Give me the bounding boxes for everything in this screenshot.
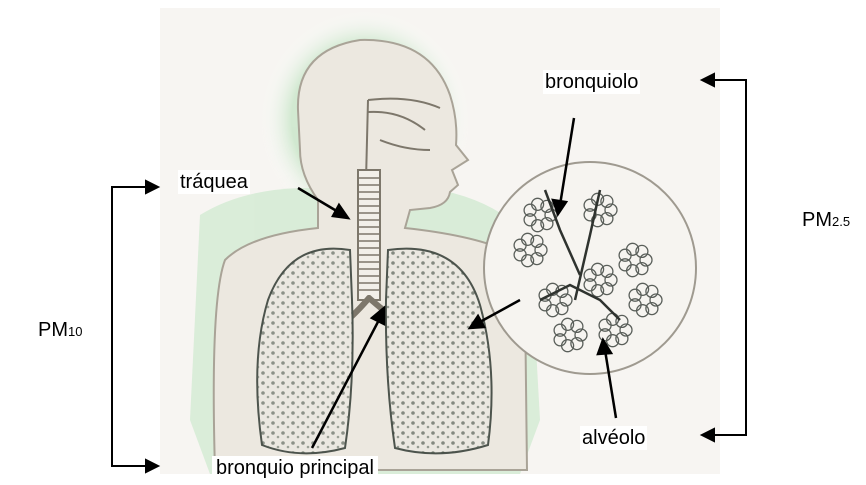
pm10-bracket (112, 181, 158, 472)
pm25-main: PM (802, 209, 832, 231)
pm25-sub: 2.5 (832, 214, 850, 229)
label-alveolo: alvéolo (580, 426, 647, 450)
pm10-label: PM10 (38, 320, 82, 340)
pm10-sub: 10 (68, 324, 82, 339)
trachea (358, 170, 380, 300)
label-bronquio-principal: bronquio principal (212, 456, 378, 480)
alveoli-magnifier (484, 162, 696, 374)
pm10-main: PM (38, 319, 68, 341)
pm25-label: PM2.5 (802, 210, 850, 230)
label-bronquiolo: bronquiolo (543, 70, 640, 94)
label-traquea: tráquea (178, 170, 250, 194)
